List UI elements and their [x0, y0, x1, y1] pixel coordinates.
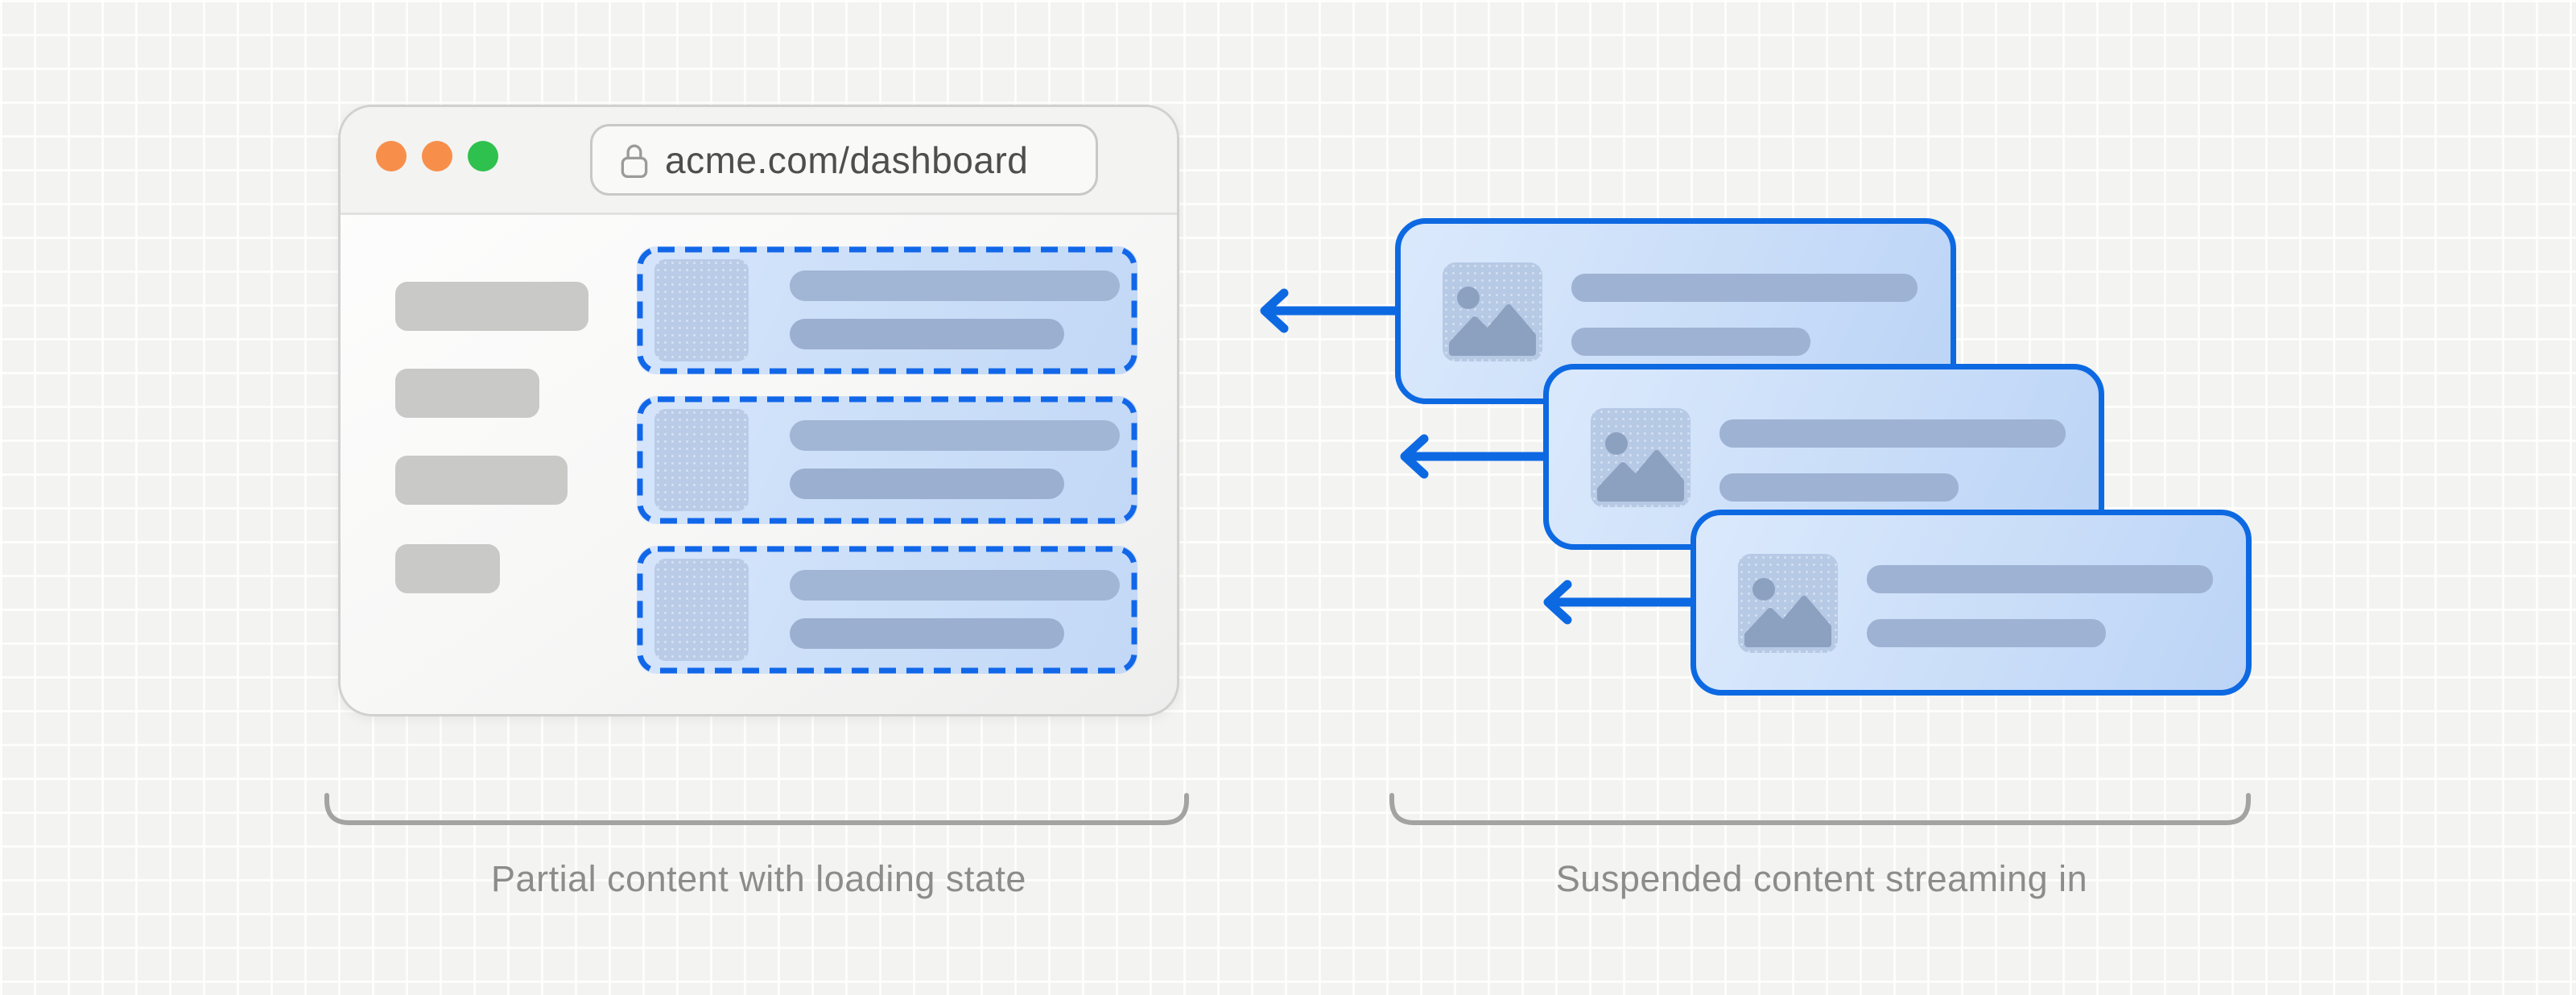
- caption-loading-state: Partial content with loading state: [491, 858, 1026, 899]
- text-skeleton-bar: [790, 319, 1064, 349]
- text-skeleton-bar: [790, 420, 1120, 451]
- text-skeleton-bar: [1867, 565, 2213, 593]
- url-text: acme.com/dashboard: [665, 138, 1029, 181]
- streaming-card: [1395, 218, 1956, 404]
- text-skeleton-bar: [1571, 328, 1810, 356]
- right-bracket: [1389, 793, 2251, 825]
- arrow-left-icon: [1400, 434, 1554, 479]
- browser-topbar: acme.com/dashboard: [341, 107, 1177, 215]
- window-button-icon: [468, 141, 498, 171]
- sidebar-skeleton-bar: [395, 456, 568, 505]
- loading-card: [637, 246, 1137, 374]
- image-placeholder: [654, 409, 749, 511]
- arrow-left-icon: [1543, 580, 1698, 625]
- image-placeholder: [1591, 408, 1690, 507]
- text-skeleton-bar: [790, 570, 1120, 601]
- sidebar-skeleton-bar: [395, 544, 500, 593]
- window-button-icon: [376, 141, 407, 171]
- left-bracket: [324, 793, 1189, 825]
- text-skeleton-bar: [790, 270, 1120, 301]
- arrow-left-icon: [1260, 288, 1414, 333]
- text-skeleton-bar: [790, 469, 1064, 499]
- loading-card: [637, 546, 1137, 674]
- loading-card: [637, 396, 1137, 524]
- image-placeholder: [1738, 554, 1838, 653]
- caption-streaming-in: Suspended content streaming in: [1555, 858, 2088, 899]
- image-placeholder: [1443, 262, 1542, 361]
- url-bar: acme.com/dashboard: [590, 124, 1098, 196]
- image-placeholder: [654, 259, 749, 361]
- text-skeleton-bar: [1719, 419, 2066, 448]
- window-buttons: [376, 141, 498, 171]
- browser-window: acme.com/dashboard: [338, 105, 1179, 716]
- sidebar-skeleton-bar: [395, 282, 588, 331]
- text-skeleton-bar: [1571, 274, 1918, 302]
- window-button-icon: [422, 141, 452, 171]
- sidebar-skeleton-bar: [395, 369, 539, 418]
- text-skeleton-bar: [1719, 473, 1959, 502]
- streaming-card: [1690, 510, 2252, 696]
- image-placeholder: [654, 559, 749, 661]
- lock-icon: [620, 142, 649, 179]
- text-skeleton-bar: [790, 618, 1064, 649]
- text-skeleton-bar: [1867, 619, 2106, 647]
